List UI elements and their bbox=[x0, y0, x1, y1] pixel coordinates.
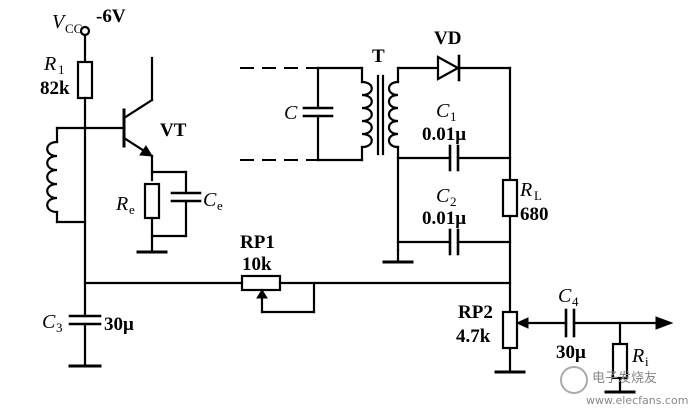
label-rp2-name: RP2 bbox=[458, 302, 493, 323]
label-c2-sub: 2 bbox=[450, 194, 457, 209]
label-vcc-sub: CC bbox=[65, 21, 82, 36]
inductor-coil-left bbox=[46, 126, 87, 224]
capacitor-c2 bbox=[396, 228, 512, 256]
label-c1-main: C bbox=[436, 100, 450, 122]
label-ri-sub: i bbox=[645, 354, 649, 369]
label-re-main: R bbox=[115, 193, 128, 215]
label-ri-main: R bbox=[631, 345, 644, 367]
label-c1-value: 0.01μ bbox=[422, 124, 466, 145]
label-c3-sub: 3 bbox=[56, 320, 63, 335]
watermark-line1: 电子发烧友 bbox=[592, 370, 657, 386]
label-rl-sub: L bbox=[534, 188, 542, 203]
label-rl-main: R bbox=[519, 179, 532, 201]
label-r1-value: 82k bbox=[40, 78, 70, 99]
vcc-terminal bbox=[79, 25, 91, 64]
capacitor-c3 bbox=[68, 314, 102, 368]
capacitor-ce bbox=[150, 170, 202, 238]
capacitor-c1 bbox=[396, 144, 512, 172]
resistor-rl bbox=[501, 178, 519, 314]
label-c: C bbox=[284, 102, 298, 124]
label-vd: VD bbox=[434, 28, 461, 49]
capacitor-c4 bbox=[564, 308, 674, 338]
label-c3-main: C bbox=[42, 311, 56, 333]
resistor-r1 bbox=[76, 60, 94, 100]
potentiometer-rp1 bbox=[240, 274, 316, 314]
label-rp2-value: 4.7k bbox=[456, 326, 491, 347]
label-vt: VT bbox=[160, 120, 187, 141]
label-c1-sub: 1 bbox=[450, 109, 457, 124]
potentiometer-rp2 bbox=[494, 310, 568, 374]
watermark: 电子发烧友 www.elecfans.com bbox=[560, 366, 688, 407]
capacitor-c bbox=[302, 66, 364, 162]
diode-vd bbox=[396, 54, 512, 182]
transistor-vt bbox=[83, 56, 154, 182]
label-c4-value: 30μ bbox=[556, 342, 586, 363]
label-c4-main: C bbox=[558, 285, 572, 307]
label-r1-main: R bbox=[43, 53, 56, 75]
label-c3-value: 30μ bbox=[104, 314, 134, 335]
label-r1-sub: 1 bbox=[58, 62, 65, 77]
resistor-re bbox=[143, 182, 161, 254]
dashed-leads bbox=[240, 67, 318, 161]
resistor-ri bbox=[604, 321, 636, 394]
label-c2-value: 0.01μ bbox=[422, 208, 466, 229]
label-ce-sub: e bbox=[217, 198, 223, 213]
label-vcc-main: V bbox=[52, 11, 67, 33]
label-re-sub: e bbox=[129, 202, 135, 217]
label-rp1-name: RP1 bbox=[240, 232, 275, 253]
watermark-line2: www.elecfans.com bbox=[586, 394, 688, 407]
label-t: T bbox=[372, 46, 385, 67]
label-c2-main: C bbox=[436, 185, 450, 207]
label-rl-value: 680 bbox=[520, 204, 549, 225]
label-vcc-value: -6V bbox=[96, 6, 126, 27]
transformer-t bbox=[360, 66, 400, 252]
label-c4-sub: 4 bbox=[572, 294, 579, 309]
label-rp1-value: 10k bbox=[242, 254, 272, 275]
ground-transformer bbox=[382, 248, 414, 264]
label-ce-main: C bbox=[203, 189, 217, 211]
